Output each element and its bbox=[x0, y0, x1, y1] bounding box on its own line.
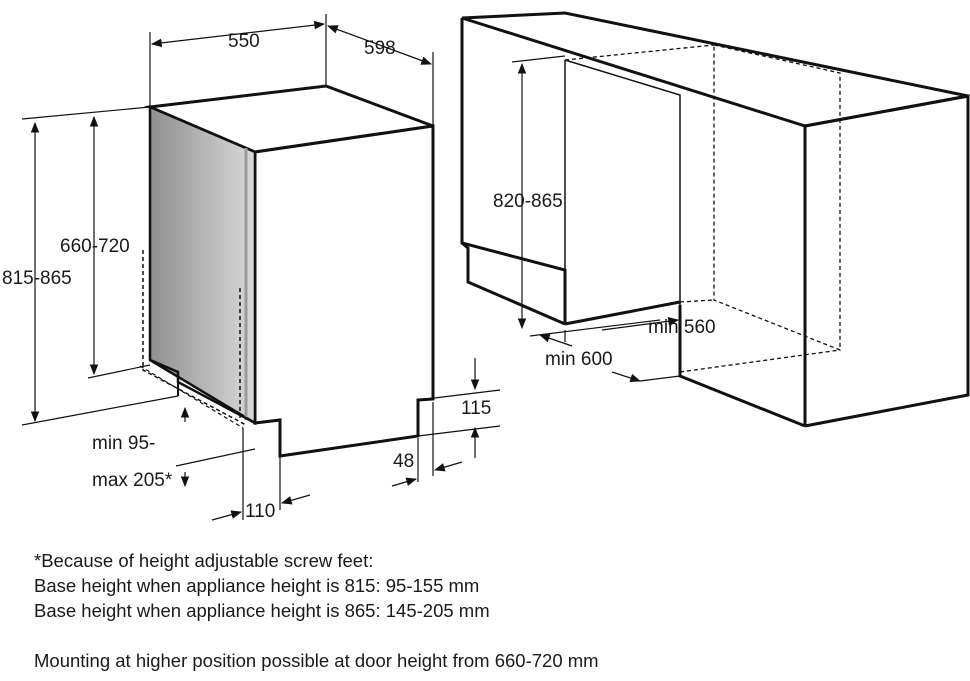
niche-width-label: min 600 bbox=[545, 349, 613, 370]
footnote-815: Base height when appliance height is 815… bbox=[34, 575, 480, 596]
dimension-labels: 550 598 815-865 660-720 min 95- max 205*… bbox=[2, 31, 716, 522]
cabinet-dimension-lines bbox=[511, 55, 681, 383]
footnote-865: Base height when appliance height is 865… bbox=[34, 600, 490, 621]
plinth-115-label: 115 bbox=[461, 398, 491, 419]
toe-110-label: 110 bbox=[245, 501, 275, 522]
dishwasher-drawing bbox=[139, 84, 435, 458]
door-height-label: 660-720 bbox=[60, 236, 130, 257]
mounting-note: Mounting at higher position possible at … bbox=[34, 650, 599, 671]
notes-spacer bbox=[34, 623, 954, 648]
width-598-label: 598 bbox=[364, 38, 396, 59]
plinth-48-label: 48 bbox=[393, 451, 414, 472]
base-max-label: max 205* bbox=[92, 470, 173, 491]
dishwasher-dimension-lines bbox=[21, 14, 501, 521]
footnote-title: *Because of height adjustable screw feet… bbox=[34, 550, 374, 571]
niche-height-label: 820-865 bbox=[493, 191, 563, 212]
depth-550-label: 550 bbox=[228, 31, 260, 52]
base-min-label: min 95- bbox=[92, 433, 155, 454]
height-815-865-label: 815-865 bbox=[2, 268, 72, 289]
installation-notes: *Because of height adjustable screw feet… bbox=[34, 548, 954, 673]
cabinet-drawing bbox=[460, 11, 970, 428]
niche-depth-label: min 560 bbox=[648, 317, 716, 338]
